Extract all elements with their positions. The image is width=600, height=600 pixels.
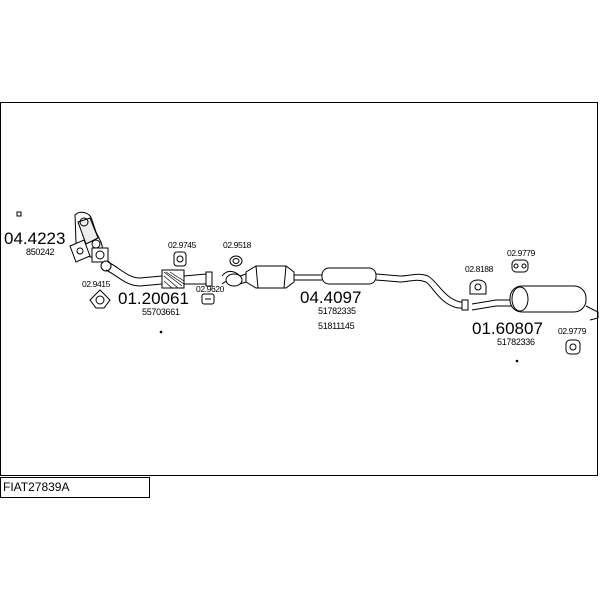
gasket-drawing-1 [89, 289, 111, 309]
part-number-front-catalyst: 04.4223 [4, 229, 66, 248]
accessory-label-3: 02.9620 [196, 284, 224, 294]
clamp-drawing-1 [201, 293, 215, 305]
oe-number-front-catalyst: 850242 [26, 247, 55, 257]
hanger-drawing-2 [469, 279, 487, 295]
part-number-front-pipe: 01.20061 [118, 289, 189, 308]
dot-mark [159, 330, 163, 334]
oe-number-front-pipe: 55703661 [142, 307, 180, 317]
ring-drawing [229, 255, 243, 267]
accessory-label-7: 02.9779 [558, 326, 586, 336]
diagram-code: FIAT27839A [0, 477, 150, 498]
accessory-label-2: 02.9745 [168, 240, 196, 250]
marker-square [16, 211, 22, 217]
front-catalyst-drawing [69, 211, 109, 263]
hanger-drawing-4 [565, 339, 581, 355]
rear-silencer-drawing [471, 285, 599, 321]
hanger-drawing-1 [173, 251, 187, 267]
part-number-center-catalyst: 04.4097 [300, 288, 362, 307]
oe-number-rear-silencer: 51782336 [497, 337, 535, 347]
hanger-drawing-3 [511, 259, 529, 273]
accessory-label-5: 02.8188 [465, 264, 493, 274]
accessory-label-1: 02.9415 [82, 279, 110, 289]
front-pipe-drawing [100, 260, 213, 289]
oe-number-center-catalyst-2: 51811145 [318, 321, 355, 331]
center-catalyst-drawing [221, 265, 322, 289]
center-silencer-drawing [321, 267, 469, 311]
diagram-frame [0, 102, 598, 476]
accessory-label-6: 02.9779 [507, 248, 535, 258]
accessory-label-4: 02.9518 [223, 240, 251, 250]
oe-number-center-catalyst-1: 51782335 [318, 306, 356, 316]
part-number-rear-silencer: 01.60807 [472, 319, 543, 338]
dot-mark [515, 359, 519, 363]
